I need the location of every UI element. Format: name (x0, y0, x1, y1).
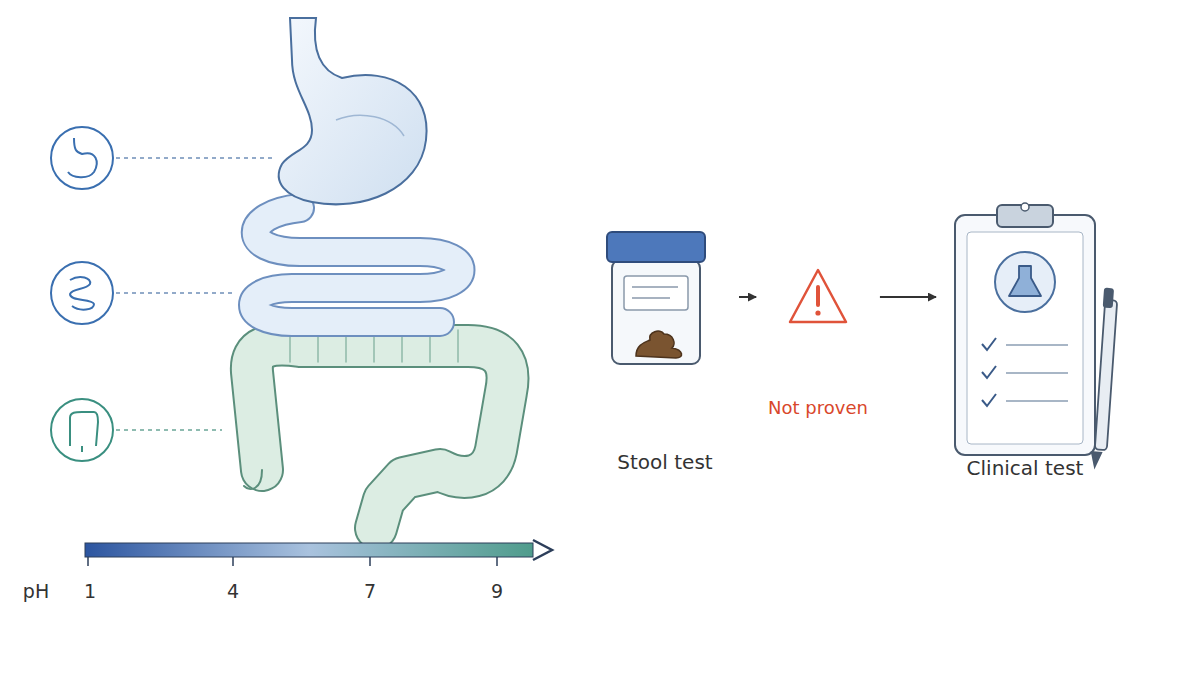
flow-arrow (739, 296, 756, 298)
node-label: Stool test (617, 450, 712, 474)
small-intestine (253, 208, 461, 322)
node-label: Clinical test (967, 456, 1084, 480)
tick-label: 9 (491, 580, 503, 603)
axis-title: pH (23, 580, 49, 603)
organ-icons (51, 127, 113, 461)
tick-label: 7 (364, 580, 376, 603)
tick-label: 4 (227, 580, 239, 603)
tick-label: 1 (84, 580, 96, 603)
colon (244, 330, 507, 528)
stomach (279, 18, 427, 204)
icon-node: Stool test (595, 225, 735, 480)
flow-arrow (880, 296, 936, 298)
warning-icon (790, 270, 846, 322)
stool-jar (607, 232, 705, 364)
icon-node: Not proven (760, 262, 876, 425)
ph-scale (85, 540, 552, 566)
icon-node: Clinical test (940, 200, 1110, 486)
node-label: Not proven (768, 397, 868, 419)
pen (1089, 288, 1117, 470)
clipboard (955, 203, 1117, 470)
